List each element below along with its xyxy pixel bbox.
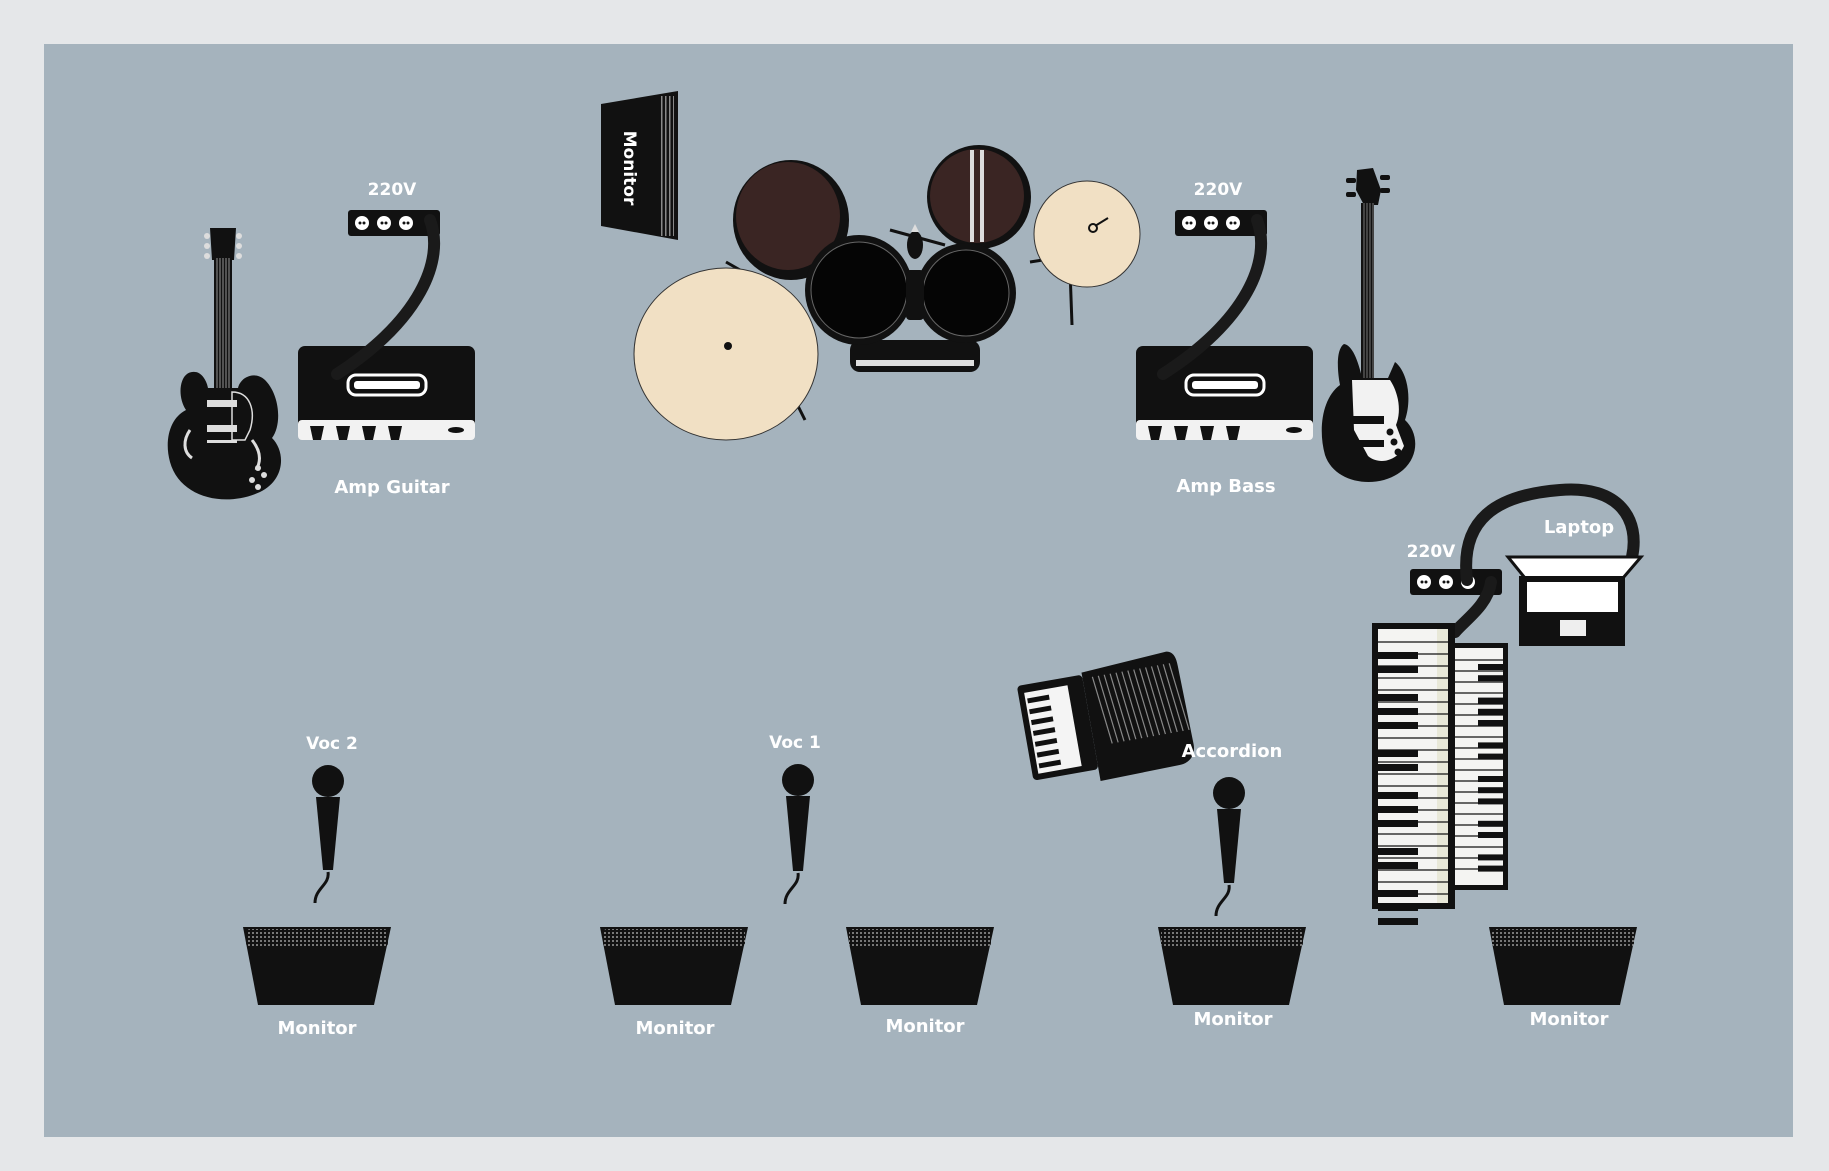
power-label-guitar: 220V bbox=[368, 180, 417, 200]
keyboard-icon bbox=[1372, 623, 1455, 925]
monitor-wedge-icon bbox=[600, 927, 748, 1005]
drum-monitor-label: Monitor bbox=[619, 131, 639, 206]
monitor-label-5: Monitor bbox=[1529, 1009, 1608, 1030]
monitor-label-3: Monitor bbox=[885, 1016, 964, 1037]
amp-bass-label: Amp Bass bbox=[1176, 476, 1275, 497]
monitor-wedge-icon bbox=[243, 927, 391, 1005]
voc2-label: Voc 2 bbox=[306, 734, 358, 754]
laptop-label: Laptop bbox=[1544, 517, 1614, 538]
cymbal-icon bbox=[1034, 181, 1140, 287]
monitor-label-2: Monitor bbox=[635, 1018, 714, 1039]
voc1-label: Voc 1 bbox=[769, 733, 821, 753]
keyboard-icon bbox=[1450, 643, 1508, 890]
amp-guitar-label: Amp Guitar bbox=[334, 477, 449, 498]
cymbal-icon bbox=[634, 268, 818, 440]
monitor-label-1: Monitor bbox=[277, 1018, 356, 1039]
amp-icon bbox=[298, 346, 475, 440]
power-label-keys: 220V bbox=[1407, 542, 1456, 562]
monitor-wedge-icon bbox=[846, 927, 994, 1005]
amp-icon bbox=[1136, 346, 1313, 440]
laptop-icon bbox=[1508, 557, 1641, 646]
monitor-label-4: Monitor bbox=[1193, 1009, 1272, 1030]
monitor-wedge-icon bbox=[1489, 927, 1637, 1005]
accordion-label: Accordion bbox=[1182, 741, 1283, 762]
power-label-bass: 220V bbox=[1194, 180, 1243, 200]
monitor-wedge-icon bbox=[1158, 927, 1306, 1005]
